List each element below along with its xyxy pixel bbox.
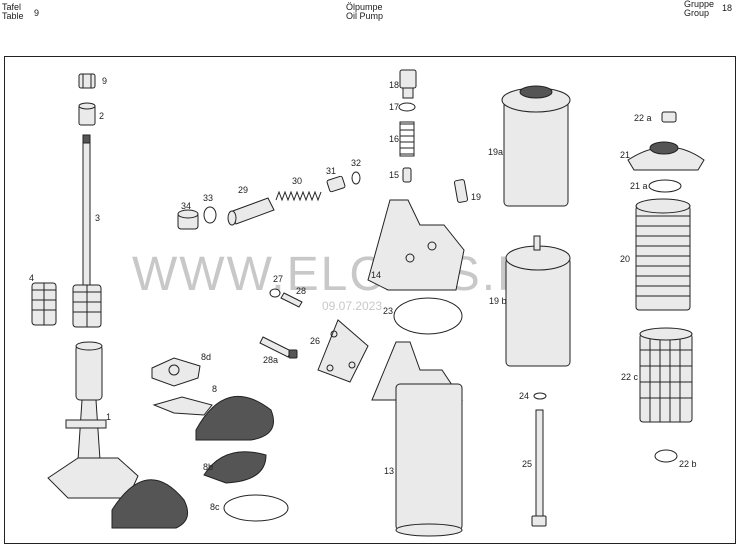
part-8-strainer [152, 395, 274, 441]
part-21-cover [627, 141, 705, 171]
part-19-plug [453, 179, 469, 203]
title-german: Ölpumpe [346, 2, 383, 12]
callout-32: 32 [351, 158, 361, 168]
callout-25: 25 [522, 459, 532, 469]
callout-28a: 28a [263, 355, 278, 365]
callout-9: 9 [102, 76, 107, 86]
part-15-valve [402, 167, 412, 183]
callout-24: 24 [519, 391, 529, 401]
part-1-pump-body [47, 341, 189, 529]
callout-8c: 8c [210, 502, 220, 512]
callout-22a: 22 a [634, 113, 652, 123]
table-label: Table [2, 11, 24, 21]
part-23-seal-ring [393, 297, 463, 335]
callout-33: 33 [203, 193, 213, 203]
callout-29: 29 [238, 185, 248, 195]
callout-13: 13 [384, 466, 394, 476]
callout-19a: 19a [488, 147, 503, 157]
part-19b-filter-canister [505, 235, 571, 367]
callout-17: 17 [389, 102, 399, 112]
callout-16: 16 [389, 134, 399, 144]
part-13-filter-housing [371, 341, 463, 537]
part-18-fitting [399, 69, 417, 99]
part-26-gasket [317, 319, 369, 383]
part-32-ring [351, 171, 361, 185]
callout-19b: 19 b [489, 296, 507, 306]
title-english: Oil Pump [346, 11, 384, 21]
part-4-gears [31, 282, 102, 328]
part-34-plug [177, 209, 199, 230]
callout-8: 8 [212, 384, 217, 394]
callout-22c: 22 c [621, 372, 639, 382]
callout-14: 14 [371, 270, 381, 280]
part-25-long-bolt [531, 409, 547, 527]
group-number: 18 [722, 3, 733, 13]
part-9-nut [78, 73, 96, 89]
callout-21a: 21 a [630, 181, 648, 191]
watermark-date: 09.07.2023 [322, 299, 382, 313]
callout-28: 28 [296, 286, 306, 296]
callout-4: 4 [29, 273, 34, 283]
callout-23: 23 [383, 306, 393, 316]
callout-18: 18 [389, 80, 399, 90]
part-22c-filter-element [639, 327, 693, 423]
callout-31: 31 [326, 166, 336, 176]
callout-2: 2 [99, 111, 104, 121]
table-number: 9 [34, 8, 40, 18]
part-14-filter-head [367, 199, 465, 291]
part-31-piston [326, 175, 346, 193]
callout-8b: 8b [203, 462, 213, 472]
part-33-ring [203, 206, 217, 224]
callout-27: 27 [273, 274, 283, 284]
diagram-frame [4, 56, 736, 544]
watermark-text: WWW.ELCATS.RU [132, 248, 570, 301]
part-21a-gasket [648, 179, 682, 193]
part-22a-nut [661, 111, 677, 123]
part-28-screw [280, 292, 303, 308]
part-8d-gasket [151, 357, 201, 387]
callout-15: 15 [389, 170, 399, 180]
part-16-spring [399, 121, 415, 157]
callout-30: 30 [292, 176, 302, 186]
callout-34: 34 [181, 201, 191, 211]
gruppe-label: Gruppe [684, 0, 715, 9]
callout-26: 26 [310, 336, 320, 346]
part-20-filter-element [635, 198, 691, 311]
callout-21: 21 [620, 150, 630, 160]
part-22b-seal [654, 449, 678, 463]
part-29-valve-body [227, 197, 275, 226]
part-8c-clip [223, 494, 289, 522]
part-24-washer [533, 392, 547, 400]
part-28a-bolt [259, 336, 298, 359]
part-2-bushing [78, 102, 96, 126]
part-27-washer [269, 288, 281, 298]
callout-1: 1 [106, 412, 111, 422]
part-30-spring [275, 190, 322, 202]
part-8b-screen [203, 451, 267, 484]
callout-8d: 8d [201, 352, 211, 362]
callout-19: 19 [471, 192, 481, 202]
callout-22b: 22 b [679, 459, 697, 469]
tafel-label: Tafel [2, 2, 22, 12]
part-17-seal [398, 102, 416, 112]
part-19a-filter-canister [501, 85, 571, 207]
callout-3: 3 [95, 213, 100, 223]
callout-20: 20 [620, 254, 630, 264]
group-label: Group [684, 8, 710, 18]
